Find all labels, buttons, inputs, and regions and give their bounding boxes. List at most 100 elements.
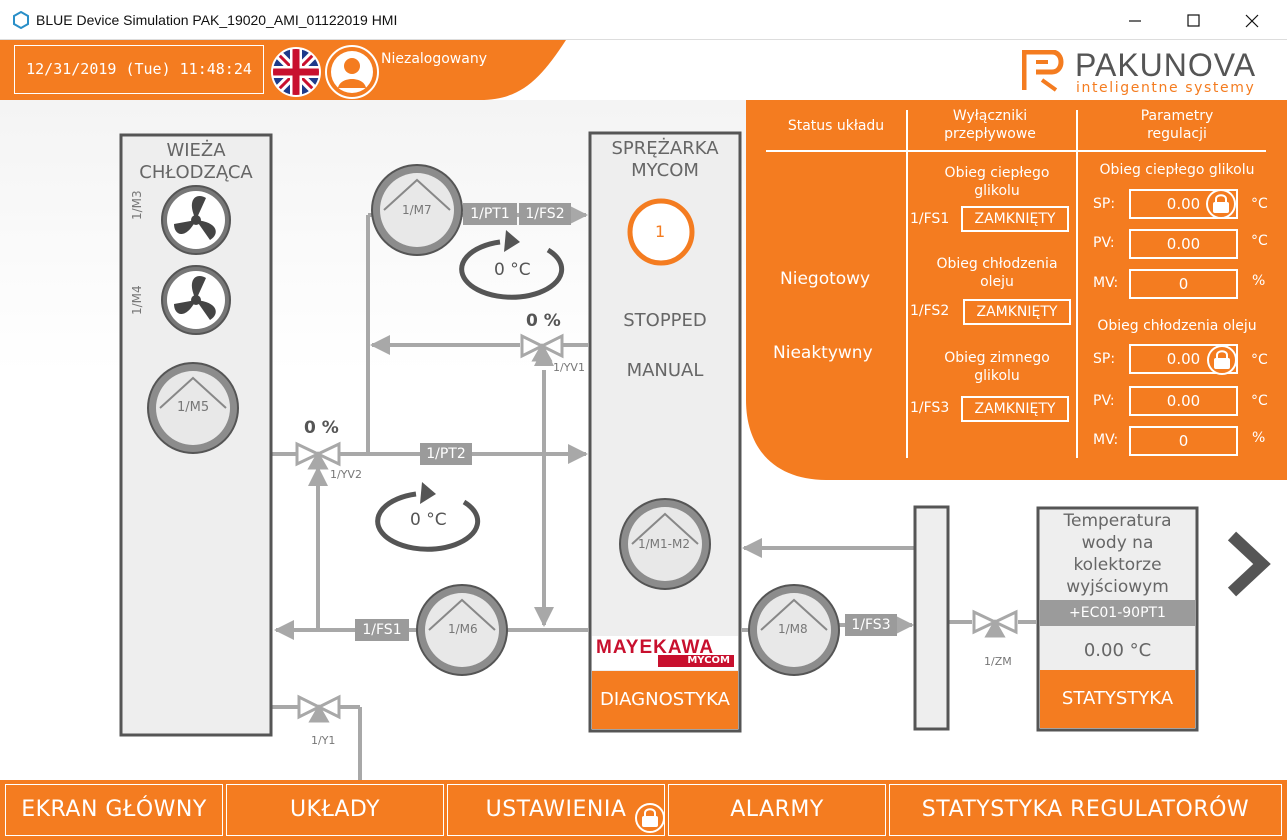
statistics-button[interactable]: STATYSTYKA bbox=[1040, 670, 1195, 728]
panel-header-status: Status układu bbox=[787, 118, 885, 134]
valve-yv2-percent: 0 % bbox=[304, 418, 339, 438]
pump-m8-label: 1/M8 bbox=[778, 622, 808, 636]
user-status: Niezalogowany bbox=[381, 51, 487, 67]
uk-flag-icon[interactable] bbox=[270, 46, 322, 98]
app-icon bbox=[13, 11, 29, 29]
fan-m4-label: 1/M4 bbox=[130, 285, 144, 315]
collector-temperature: 0.00 °C bbox=[1083, 640, 1152, 661]
system-status-active: Nieaktywny bbox=[773, 343, 873, 363]
collector-sensor-tag: +EC01-90PT1 bbox=[1040, 600, 1195, 626]
flow3-state: ZAMKNIĘTY bbox=[961, 396, 1069, 422]
fan-m3-label: 1/M3 bbox=[130, 190, 144, 220]
valve-yv2-icon bbox=[295, 441, 341, 470]
pump-m6-label: 1/M6 bbox=[448, 622, 478, 636]
settings-lock-icon bbox=[635, 803, 665, 833]
fan-m3-icon bbox=[161, 185, 231, 255]
reg2-mv-unit: % bbox=[1252, 430, 1266, 446]
nav-home-button[interactable]: EKRAN GŁÓWNY bbox=[5, 784, 223, 836]
valve-yv1-label: 1/YV1 bbox=[553, 361, 585, 374]
reg1-pv-label: PV: bbox=[1093, 235, 1115, 251]
compressor-title: SPRĘŻARKA MYCOM bbox=[611, 138, 719, 181]
panel-header-flow: Wyłączniki przepływowe bbox=[944, 108, 1036, 142]
flow2-title: Obieg chłodzenia oleju bbox=[936, 256, 1058, 290]
flow1-id: 1/FS1 bbox=[910, 211, 950, 227]
flow2-id: 1/FS2 bbox=[910, 303, 950, 319]
title-bar: BLUE Device Simulation PAK_19020_AMI_011… bbox=[0, 0, 1287, 40]
panel-header-regulation: Parametry regulacji bbox=[1140, 108, 1214, 142]
reg1-mv-label: MV: bbox=[1093, 275, 1119, 291]
reg2-sp-unit: °C bbox=[1251, 352, 1268, 368]
compressor-number: 1 bbox=[655, 222, 666, 241]
nav-settings-button[interactable]: USTAWIENIA bbox=[447, 784, 665, 836]
flow1-title: Obieg ciepłego glikolu bbox=[944, 165, 1050, 199]
reg2-pv-unit: °C bbox=[1251, 393, 1268, 409]
user-avatar-icon[interactable] bbox=[324, 44, 380, 100]
reg1-sp-label: SP: bbox=[1093, 196, 1116, 212]
reg2-mv-value: 0 bbox=[1129, 426, 1238, 456]
pump-m6-icon bbox=[416, 584, 508, 676]
close-icon[interactable] bbox=[1239, 8, 1265, 34]
status-panel-bg bbox=[746, 100, 1287, 480]
valve-y1-icon bbox=[297, 694, 341, 723]
pump-m1-m2-label: 1/M1-M2 bbox=[638, 537, 690, 551]
pump-m7-icon bbox=[371, 164, 463, 256]
compressor-number-ring bbox=[627, 198, 695, 266]
valve-y1-label: 1/Y1 bbox=[311, 734, 336, 747]
flow3-id: 1/FS3 bbox=[910, 400, 950, 416]
reg1-mv-unit: % bbox=[1252, 273, 1266, 289]
temp-lower: 0 °C bbox=[410, 510, 447, 530]
pump-m5-icon bbox=[147, 362, 239, 454]
nav-regulator-stats-button[interactable]: STATYSTYKA REGULATORÓW bbox=[889, 784, 1282, 836]
minimize-icon[interactable] bbox=[1122, 8, 1148, 34]
valve-yv2-label: 1/YV2 bbox=[330, 468, 362, 481]
mayekawa-logo: MAYEKAWA MYCOM bbox=[592, 636, 738, 670]
fs2-tag: 1/FS2 bbox=[519, 203, 571, 225]
nav-alarms-button[interactable]: ALARMY bbox=[668, 784, 886, 836]
pump-m8-icon bbox=[748, 584, 840, 676]
flow1-state: ZAMKNIĘTY bbox=[961, 206, 1069, 232]
tower-title: WIEŻA CHŁODZĄCA bbox=[139, 140, 253, 183]
pump-m5-label: 1/M5 bbox=[177, 400, 210, 415]
collector-title: Temperatura wody na kolektorze wyjściowy… bbox=[1063, 511, 1172, 597]
fs3-tag: 1/FS3 bbox=[845, 614, 897, 636]
reg1-mv-value: 0 bbox=[1129, 269, 1238, 299]
pt2-tag: 1/PT2 bbox=[420, 443, 472, 465]
reg1-sp-lock-icon[interactable] bbox=[1205, 188, 1237, 220]
flow3-title: Obieg zimnego glikolu bbox=[944, 350, 1050, 384]
reg1-pv-unit: °C bbox=[1251, 233, 1268, 249]
valve-yv1-icon bbox=[520, 333, 564, 362]
reg2-sp-value[interactable]: 0.00 bbox=[1129, 344, 1238, 374]
fan-m4-icon bbox=[161, 265, 231, 335]
reg2-pv-label: PV: bbox=[1093, 393, 1115, 409]
maximize-icon[interactable] bbox=[1180, 8, 1206, 34]
window-title: BLUE Device Simulation PAK_19020_AMI_011… bbox=[36, 12, 398, 28]
nav-systems-button[interactable]: UKŁADY bbox=[226, 784, 444, 836]
reg2-mv-label: MV: bbox=[1093, 432, 1119, 448]
recirculation-upper-icon bbox=[459, 230, 565, 300]
process-diagram bbox=[119, 131, 1271, 780]
process-view: WIEŻA CHŁODZĄCA 1/M3 1/M4 1/M5 1/M7 1/PT… bbox=[0, 100, 1287, 780]
valve-zm-icon bbox=[972, 609, 1018, 638]
reg1-title: Obieg ciepłego glikolu bbox=[1099, 162, 1255, 178]
temp-upper: 0 °C bbox=[494, 260, 531, 280]
pump-m7-label: 1/M7 bbox=[402, 203, 432, 217]
compressor-mode: MANUAL bbox=[626, 360, 704, 381]
recirculation-lower-icon bbox=[375, 482, 481, 552]
logo-name: PAKUNOVA bbox=[1075, 47, 1257, 83]
flow2-state: ZAMKNIĘTY bbox=[963, 299, 1071, 325]
bottom-navigation: EKRAN GŁÓWNY UKŁADY USTAWIENIA ALARMY ST… bbox=[0, 780, 1287, 840]
pt1-tag: 1/PT1 bbox=[463, 203, 517, 225]
reg1-sp-value[interactable]: 0.00 bbox=[1129, 189, 1238, 219]
valve-yv1-percent: 0 % bbox=[526, 311, 561, 331]
reg1-sp-unit: °C bbox=[1251, 196, 1268, 212]
reg2-title: Obieg chłodzenia oleju bbox=[1097, 318, 1257, 334]
next-screen-arrow-icon bbox=[1227, 531, 1271, 597]
reg2-sp-lock-icon[interactable] bbox=[1206, 344, 1238, 376]
datetime-display: 12/31/2019 (Tue) 11:48:24 bbox=[14, 45, 264, 94]
reg2-sp-label: SP: bbox=[1093, 351, 1116, 367]
pump-m1-m2-icon bbox=[619, 498, 711, 590]
valve-zm-label: 1/ZM bbox=[984, 655, 1012, 668]
logo-tagline: inteligentne systemy bbox=[1076, 80, 1256, 96]
reg2-pv-value: 0.00 bbox=[1129, 386, 1238, 416]
diagnostics-button[interactable]: DIAGNOSTYKA bbox=[592, 671, 738, 729]
